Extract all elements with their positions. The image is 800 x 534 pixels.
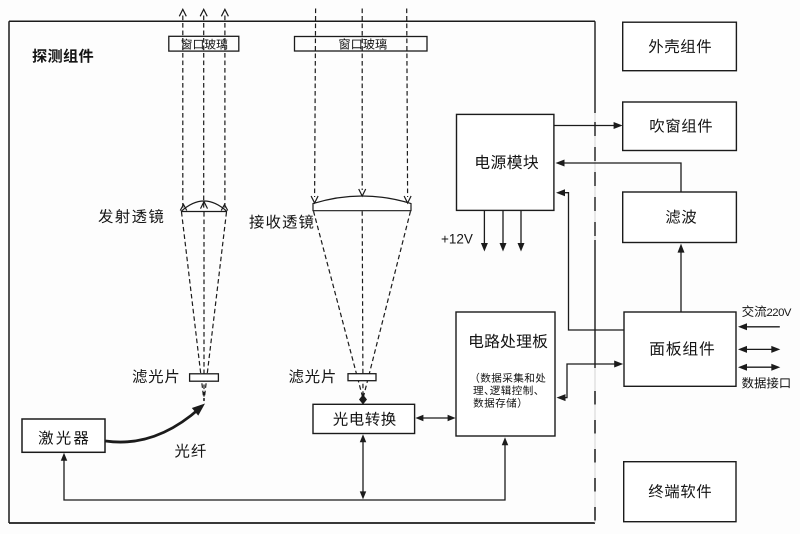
svg-text:220V: 220V: [767, 307, 792, 319]
svg-text:+12V: +12V: [441, 232, 473, 247]
